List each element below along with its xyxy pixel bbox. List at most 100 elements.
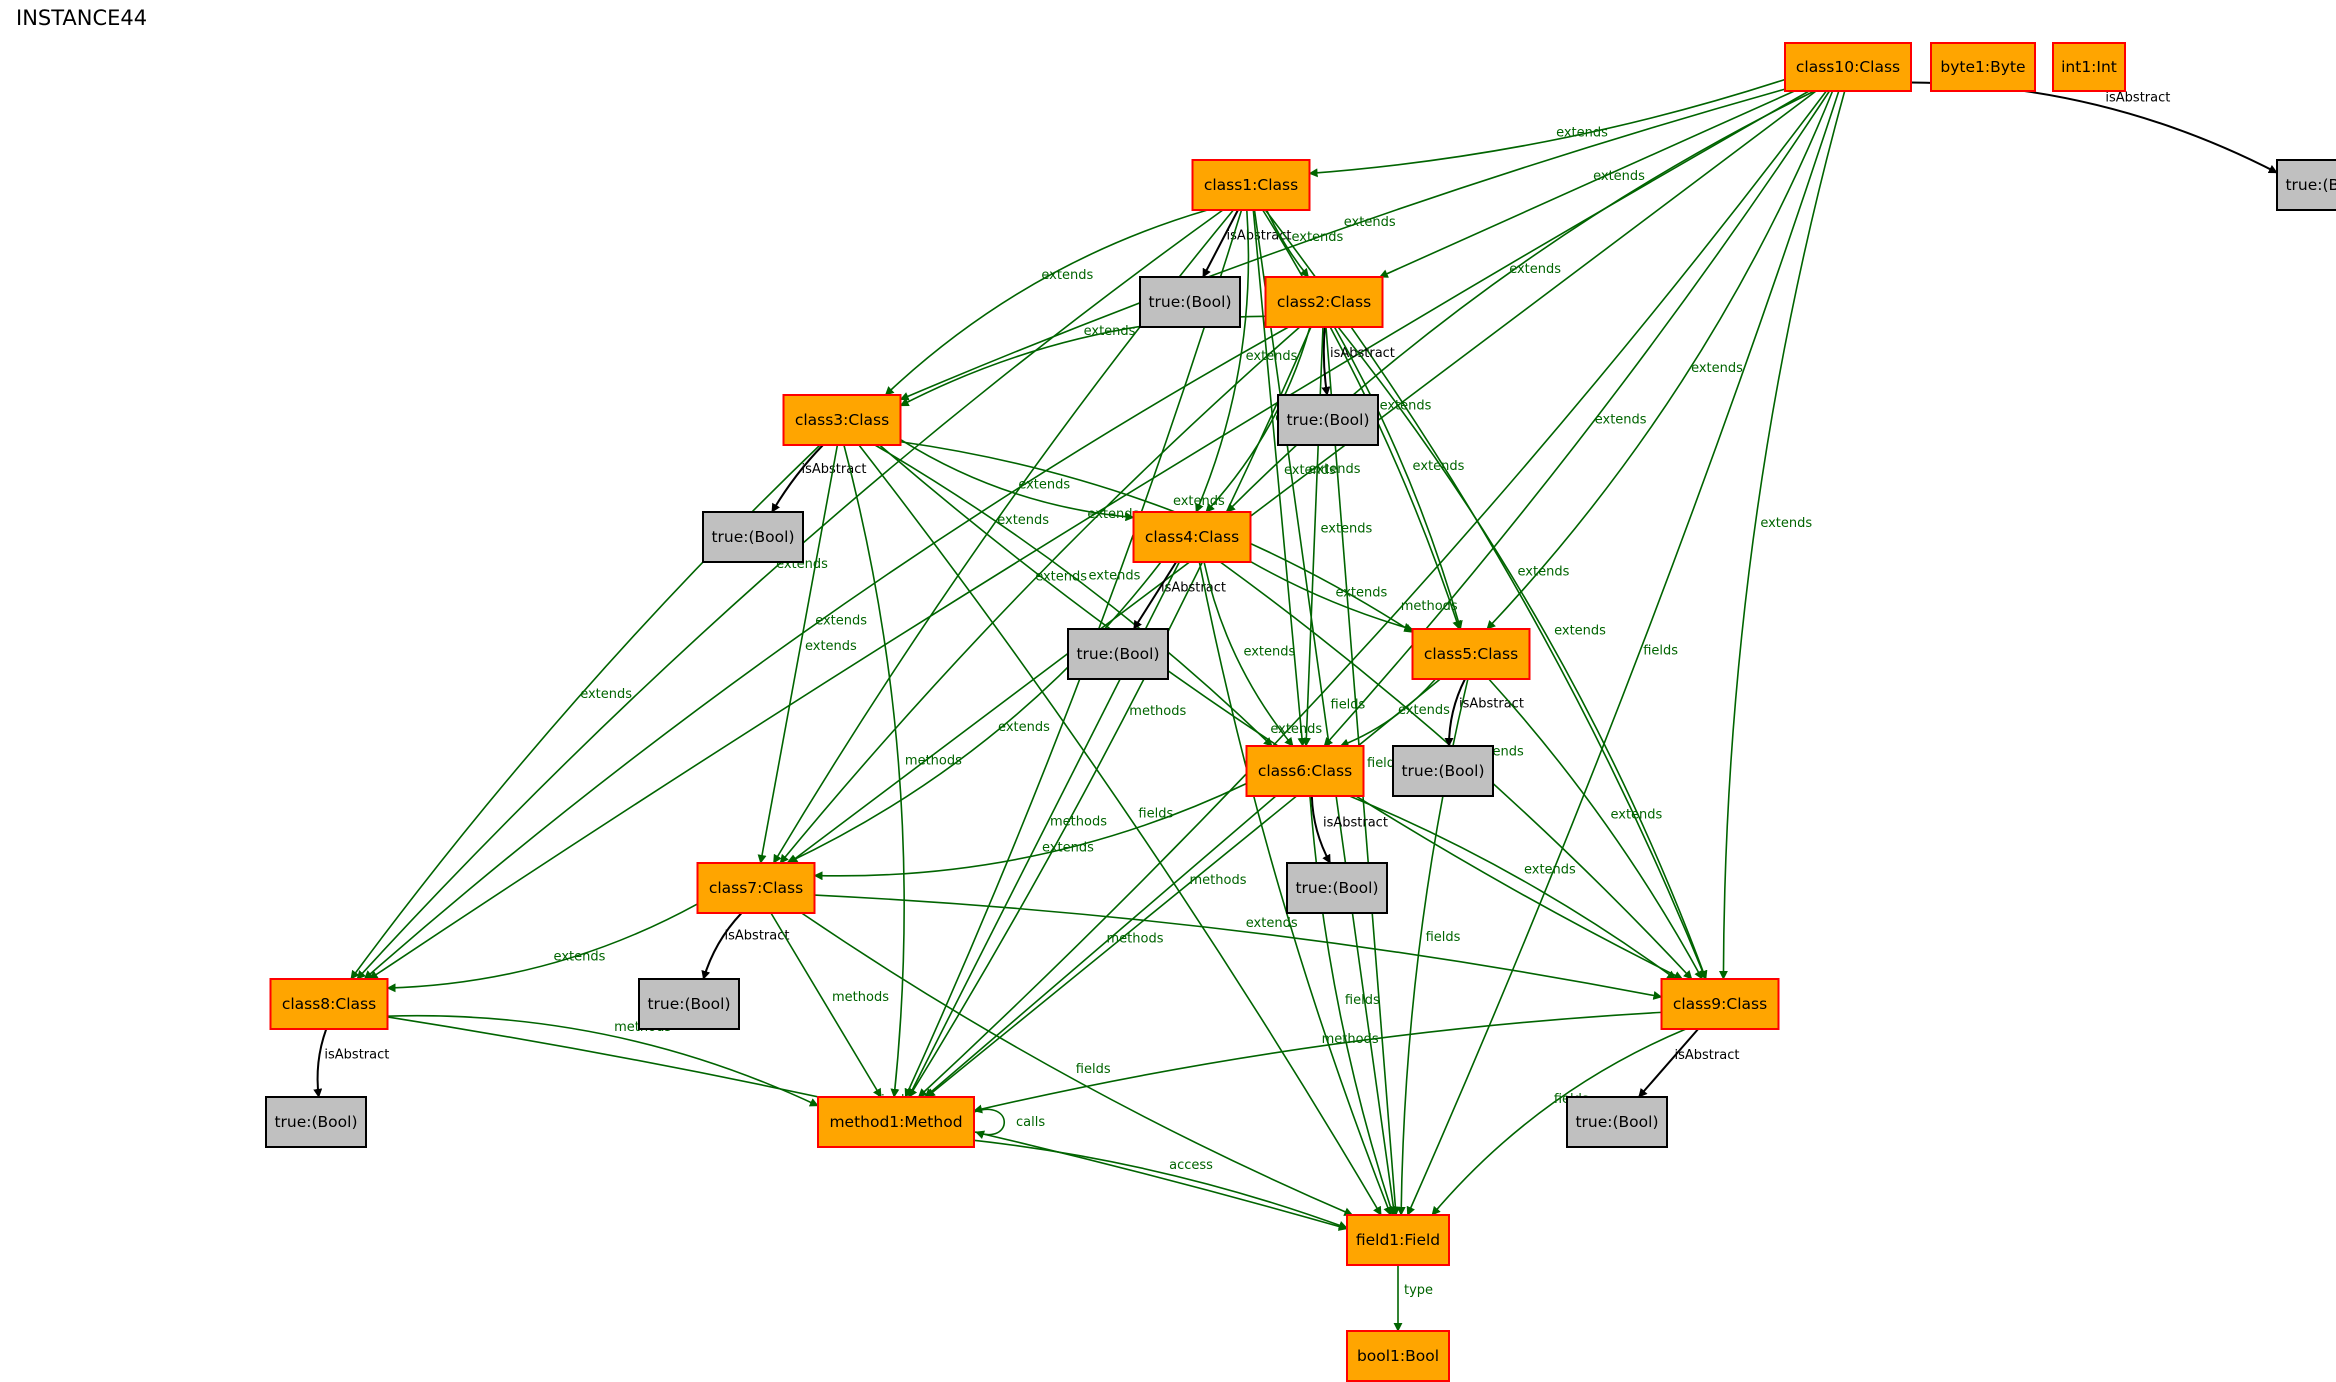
edge-line [786, 561, 1162, 864]
node-label: bool1:Bool [1357, 1347, 1439, 1365]
edge-label-extends: extends [580, 687, 632, 702]
edge-class1-class2: extends [1265, 209, 1344, 278]
edge-line [1205, 326, 1311, 513]
edge-class6-field1: fields [1309, 795, 1395, 1216]
node-true10[interactable]: true:(Bool) [2276, 159, 2336, 211]
edge-class9-true9: isAbstract [1638, 1028, 1740, 1098]
edge-label-methods: methods [1322, 1032, 1379, 1047]
edge-method1-field1: access [973, 1139, 1348, 1230]
edge-line [917, 90, 1827, 1098]
node-true9[interactable]: true:(Bool) [1566, 1096, 1668, 1148]
node-class2[interactable]: class2:Class [1264, 276, 1384, 328]
edge-label-extends: extends [1344, 215, 1396, 230]
node-true2[interactable]: true:(Bool) [1277, 394, 1379, 446]
node-class9[interactable]: class9:Class [1660, 978, 1780, 1030]
object-box [817, 1096, 975, 1148]
edge-class6-class7: extends [813, 782, 1247, 881]
edge-label-extends: extends [1041, 268, 1093, 283]
edge-line [813, 782, 1247, 881]
node-int1[interactable]: int1:Int [2052, 42, 2126, 92]
object-box [1245, 745, 1365, 797]
edge-label-isabstract: isAbstract [1323, 816, 1388, 831]
edge-class3-class4: extends [900, 438, 1135, 522]
node-true6[interactable]: true:(Bool) [1286, 862, 1388, 914]
value-box [1286, 862, 1388, 914]
edge-line [1195, 209, 1250, 513]
edge-class4-class6: extends [1203, 561, 1296, 747]
node-method1[interactable]: method1:Method [817, 1096, 975, 1148]
edge-line [386, 903, 698, 993]
node-class7[interactable]: class7:Class [696, 862, 816, 914]
edge-line [874, 444, 1273, 747]
node-class1[interactable]: class1:Class [1191, 159, 1311, 211]
edge-class6-class9: extends [1349, 795, 1677, 980]
edge-label-isabstract: isAbstract [1675, 1048, 1740, 1063]
edge-line [1488, 678, 1703, 980]
node-field1[interactable]: field1:Field [1346, 1214, 1450, 1266]
node-label: true:(Bool) [1295, 879, 1378, 897]
edge-label-isabstract: isAbstract [2105, 91, 2170, 106]
edge-label-extends: extends [1595, 413, 1647, 428]
edge-class2-method1: methods [908, 326, 1312, 1098]
edge-label-type: type [1404, 1283, 1433, 1298]
node-bool1[interactable]: bool1:Bool [1346, 1330, 1450, 1382]
edge-label-extends: extends [815, 613, 867, 628]
object-box [1784, 42, 1912, 92]
edge-line [788, 90, 1817, 864]
edge-class10-method1: methods [917, 90, 1827, 1098]
edge-class7-true7: isAbstract [701, 912, 790, 980]
edge-label-calls: calls [1016, 1115, 1045, 1130]
edge-class7-method1: methods [770, 912, 889, 1098]
node-class5[interactable]: class5:Class [1411, 628, 1531, 680]
edge-line [1203, 561, 1294, 747]
node-class10[interactable]: class10:Class [1784, 42, 1912, 92]
edge-line [1378, 90, 1795, 278]
node-class6[interactable]: class6:Class [1245, 745, 1365, 797]
node-label: class10:Class [1796, 58, 1900, 76]
edge-class10-class9: extends [1718, 90, 1846, 980]
node-true5[interactable]: true:(Bool) [1392, 745, 1494, 797]
node-class8[interactable]: class8:Class [269, 978, 389, 1030]
edge-class1-class4: extends [1195, 209, 1298, 513]
edge-line [973, 1139, 1348, 1230]
edge-line [1444, 678, 1466, 747]
edge-line [1308, 78, 1786, 178]
node-true4[interactable]: true:(Bool) [1067, 628, 1169, 680]
node-true8[interactable]: true:(Bool) [265, 1096, 367, 1148]
object-box [1930, 42, 2036, 92]
edge-line [1349, 795, 1677, 980]
edge-class4-class5: extends [1250, 560, 1414, 632]
value-box [1139, 276, 1241, 328]
edge-label-extends: extends [1291, 230, 1343, 245]
edge-class3-class5: extends [900, 440, 1414, 633]
edge-line [1309, 795, 1395, 1216]
node-label: class9:Class [1673, 995, 1767, 1013]
node-true3[interactable]: true:(Bool) [702, 511, 804, 563]
edge-label-extends: extends [1593, 169, 1645, 184]
edge-line [900, 438, 1135, 522]
node-label: true:(Bool) [1148, 293, 1231, 311]
node-class3[interactable]: class3:Class [782, 394, 902, 446]
edge-label-extends: extends [1246, 349, 1298, 364]
node-label: class3:Class [795, 411, 889, 429]
edge-label-extends: extends [1035, 570, 1087, 585]
edge-class2-class9: extends [1337, 326, 1708, 980]
edge-line [363, 326, 1289, 980]
value-box [638, 978, 740, 1030]
node-label: class8:Class [282, 995, 376, 1013]
node-byte1[interactable]: byte1:Byte [1930, 42, 2036, 92]
edge-line [1910, 81, 2278, 174]
edge-label-methods: methods [1107, 932, 1164, 947]
edge-line [801, 912, 1354, 1216]
value-box [1277, 394, 1379, 446]
edge-line [900, 440, 1414, 633]
node-class4[interactable]: class4:Class [1132, 511, 1252, 563]
edge-line [908, 326, 1312, 1098]
edge-line [1337, 326, 1708, 980]
node-true1[interactable]: true:(Bool) [1139, 276, 1241, 328]
edge-label-extends: extends [554, 950, 606, 965]
edge-label-extends: extends [1042, 840, 1094, 855]
node-label: method1:Method [829, 1113, 962, 1131]
node-true7[interactable]: true:(Bool) [638, 978, 740, 1030]
edge-line [1321, 326, 1331, 396]
